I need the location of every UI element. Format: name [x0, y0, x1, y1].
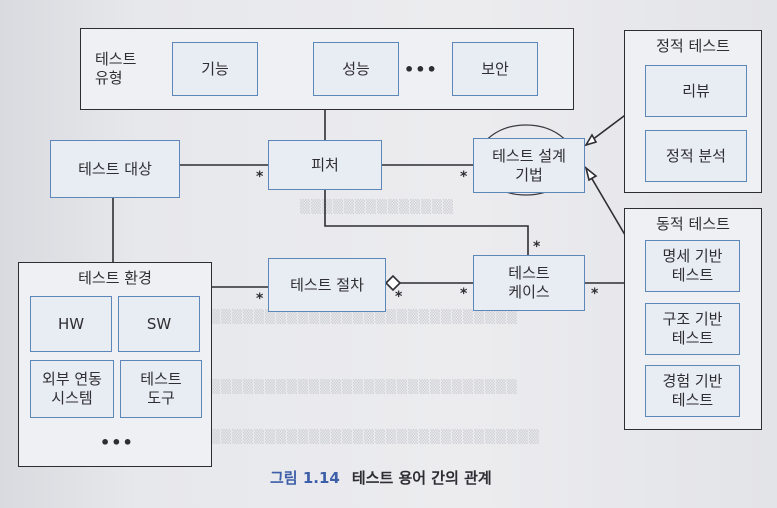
dynamic-to-design-line	[587, 171, 629, 241]
static-item-label: 리뷰	[682, 81, 710, 100]
dynamic-item-label: 명세 기반 테스트	[662, 247, 723, 284]
dynamic-item-label: 경험 기반 테스트	[662, 372, 723, 409]
env-item-label: 테스트 도구	[140, 370, 182, 407]
dynamic-test-label: 동적 테스트	[656, 214, 730, 233]
bleed-through-text: ▒▒▒▒▒▒▒▒▒▒▒▒▒▒▒▒▒▒▒▒▒▒▒▒▒▒▒▒	[210, 310, 518, 325]
node-label: 테스트 대상	[78, 159, 152, 178]
env-item-label: SW	[146, 314, 172, 333]
static-test-label: 정적 테스트	[656, 36, 730, 55]
test-procedure-node: 테스트 절차	[268, 258, 386, 312]
type-item-function: 기능	[172, 42, 258, 96]
multiplicity-marker: *	[395, 289, 403, 305]
figure-title: 테스트 용어 간의 관계	[351, 469, 492, 487]
types-ellipsis: •••	[404, 60, 438, 79]
figure-caption: 그림 1.14 테스트 용어 간의 관계	[270, 467, 492, 488]
env-item-label: HW	[57, 314, 85, 333]
bleed-through-text: ▒▒▒▒▒▒▒▒▒▒▒▒▒▒▒▒▒▒▒▒▒▒▒▒▒▒▒▒▒▒	[210, 430, 540, 445]
type-item-security: 보안	[452, 42, 538, 96]
multiplicity-marker: *	[256, 169, 264, 185]
node-label: 테스트 설계 기법	[492, 146, 566, 184]
dynamic-item-structure: 구조 기반 테스트	[645, 303, 740, 355]
environment-ellipsis: •••	[100, 433, 134, 452]
env-item-sw: SW	[118, 296, 200, 352]
node-label: 테스트 케이스	[508, 264, 550, 301]
static-item-label: 정적 분석	[666, 146, 726, 165]
static-item-analysis: 정적 분석	[645, 130, 747, 182]
type-item-performance: 성능	[313, 42, 399, 96]
multiplicity-marker: *	[533, 239, 541, 255]
type-item-label: 보안	[481, 59, 509, 78]
static-item-review: 리뷰	[645, 65, 747, 117]
arrowhead	[584, 133, 598, 147]
env-item-test-tool: 테스트 도구	[120, 360, 202, 418]
dynamic-item-spec: 명세 기반 테스트	[645, 240, 740, 292]
type-item-label: 성능	[342, 59, 370, 78]
dynamic-item-label: 구조 기반 테스트	[662, 310, 723, 347]
env-item-label: 외부 연동 시스템	[42, 370, 102, 407]
static-to-design-line	[587, 112, 629, 144]
feature-node: 피처	[268, 140, 382, 190]
bleed-through-text: ▒▒▒▒▒▒▒▒▒▒▒▒▒▒▒▒▒▒▒▒▒▒▒▒▒▒▒▒	[210, 380, 518, 395]
node-label: 피처	[311, 155, 339, 174]
multiplicity-marker: *	[460, 286, 468, 302]
design-technique-node: 테스트 설계 기법	[473, 138, 585, 193]
type-item-label: 기능	[201, 59, 229, 78]
test-target-node: 테스트 대상	[50, 140, 180, 198]
multiplicity-marker: *	[256, 291, 264, 307]
test-case-node: 테스트 케이스	[473, 255, 585, 311]
bleed-through-text: ▒▒▒▒▒▒▒▒▒▒▒▒▒▒	[300, 200, 454, 215]
node-label: 테스트 절차	[290, 275, 364, 294]
env-item-hw: HW	[30, 296, 112, 352]
figure-number: 그림 1.14	[270, 469, 340, 487]
dynamic-item-experience: 경험 기반 테스트	[645, 365, 740, 417]
env-item-external-system: 외부 연동 시스템	[30, 360, 114, 418]
multiplicity-marker: *	[460, 169, 468, 185]
test-environment-label: 테스트 환경	[78, 268, 152, 287]
arrowhead	[584, 165, 598, 182]
multiplicity-marker: *	[591, 286, 599, 302]
test-types-label: 테스트 유형	[95, 50, 137, 87]
feature-to-case-line	[324, 190, 529, 255]
aggregation-diamond	[384, 274, 402, 292]
